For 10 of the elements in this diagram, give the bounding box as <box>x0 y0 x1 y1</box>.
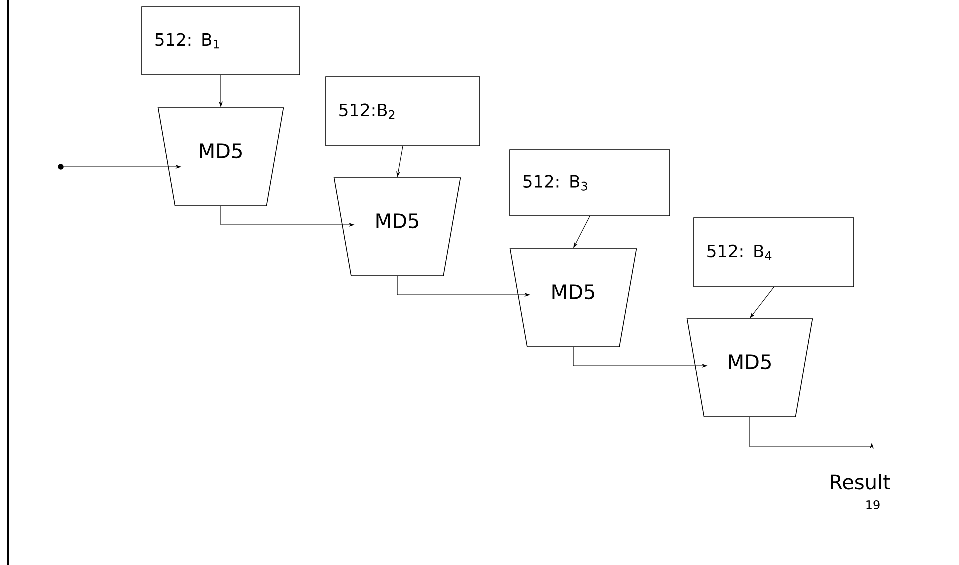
page-number: 19 <box>866 500 880 510</box>
result-label: Result <box>831 474 890 490</box>
hash-trapezoid: MD5 <box>158 108 284 206</box>
block-box: 512: B$_{1}$ <box>142 6 300 76</box>
block-box: 512:B$_{2}$ <box>326 76 480 146</box>
hash-trapezoid: MD5 <box>334 178 462 276</box>
hash-trapezoid: MD5 <box>510 248 638 348</box>
block-box: 512: B$_{3}$ <box>510 150 670 216</box>
hash-trapezoid: MD5 <box>686 318 814 418</box>
block-box: 512: B$_{4}$ <box>694 218 854 288</box>
